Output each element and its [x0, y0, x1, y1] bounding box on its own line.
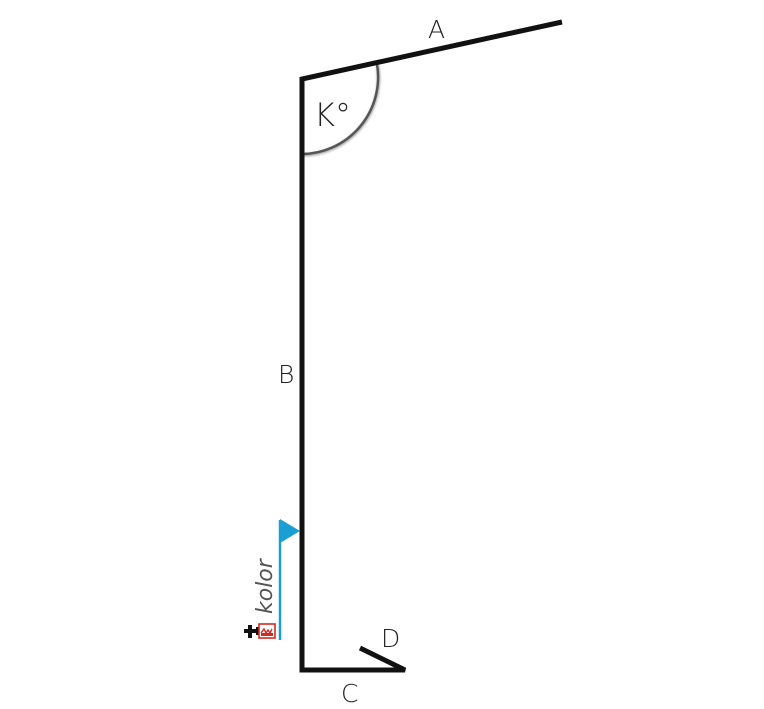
color-flag-icon	[280, 519, 300, 543]
angle-label: K°	[314, 96, 351, 134]
profile-outline	[299, 19, 563, 673]
angle-arc	[301, 63, 380, 156]
edge-label-d: D	[381, 624, 400, 653]
edge-label-b: B	[278, 360, 294, 389]
edge-label-a: A	[428, 15, 445, 44]
paint-brush-icon	[244, 623, 276, 639]
color-side-indicator: kolor	[253, 519, 300, 640]
color-side-label: kolor	[253, 557, 278, 614]
edge-label-c: C	[341, 679, 358, 708]
